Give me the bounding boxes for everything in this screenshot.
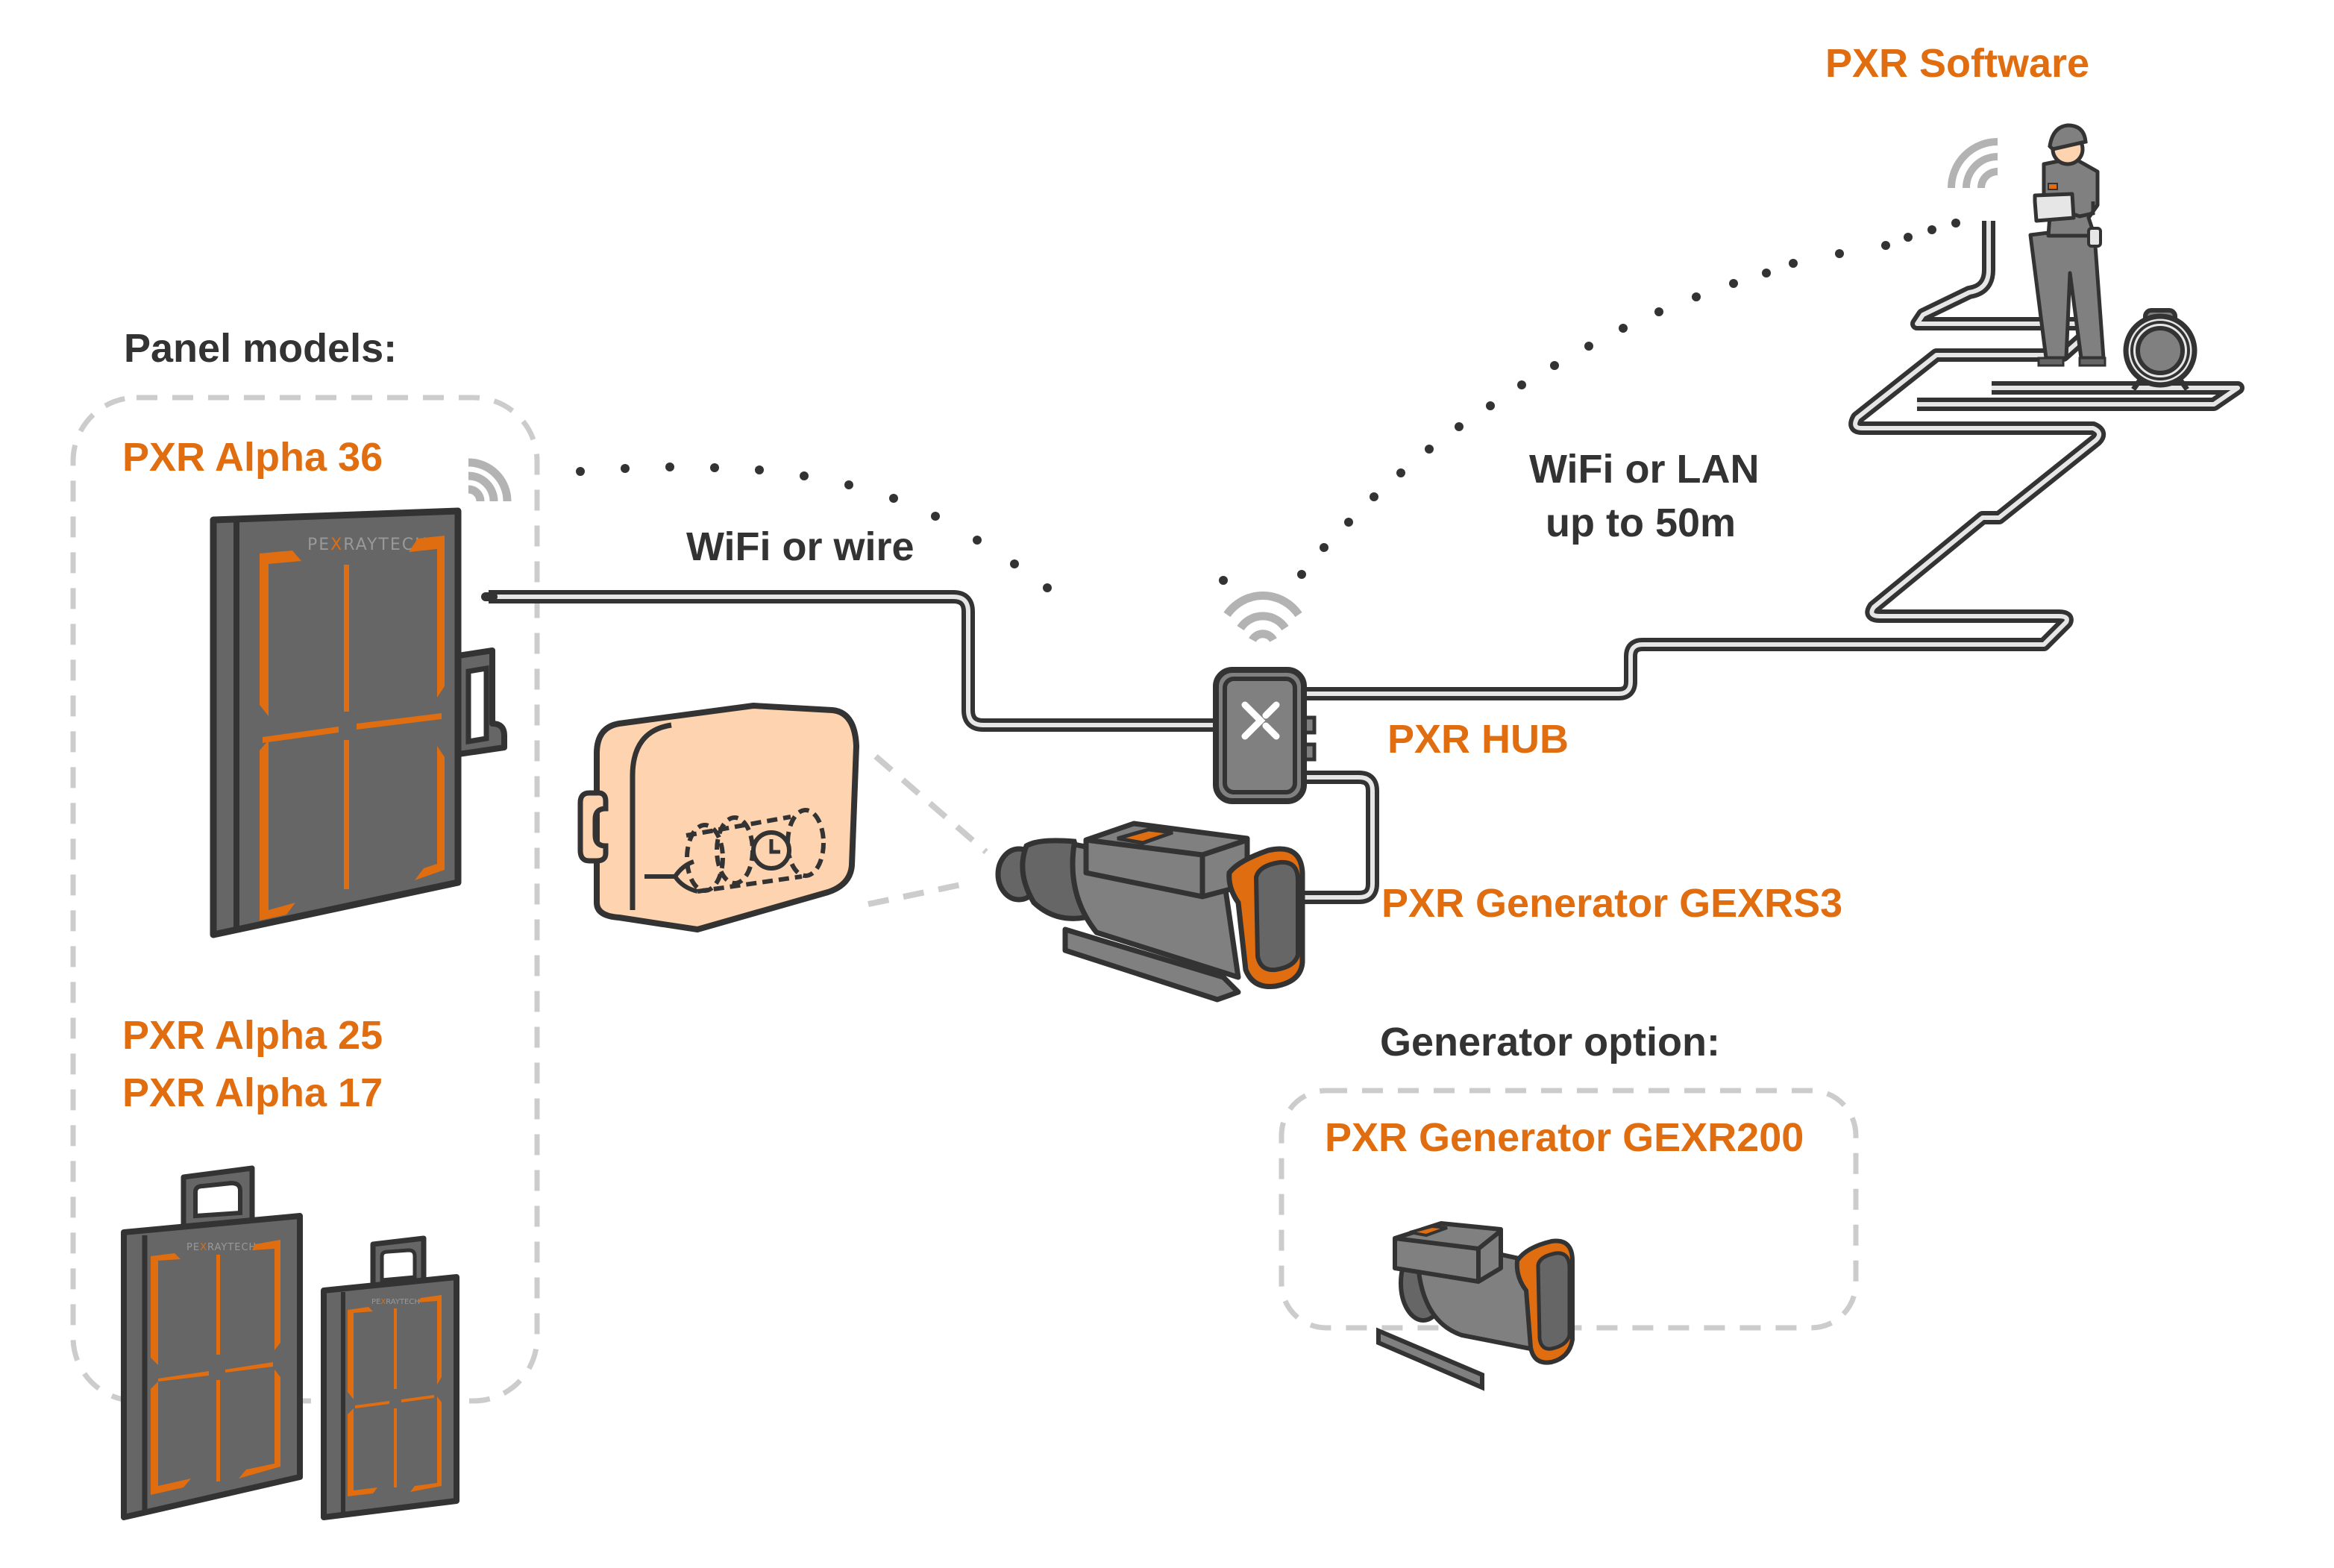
generator-option-heading: Generator option: [1380,1020,1720,1064]
xray-beam-lines [868,753,988,907]
cable-panel-to-hub [481,590,1223,732]
hub-device-illustration [1213,592,1317,804]
panel-alpha-17-label: PXR Alpha 17 [122,1070,383,1115]
generator-gexr200-label: PXR Generator GEXR200 [1325,1115,1804,1160]
link-label-hub-to-software-line2: up to 50m [1546,501,1737,545]
link-label-hub-to-software-line1: WiFi or LAN [1529,447,1760,492]
panel-models-heading: Panel models: [124,326,398,371]
panel-alpha-25-illustration: PEXRAYTECH [121,1165,303,1520]
panel-alpha-36-illustration: PEXRAYTECH [210,458,512,938]
generator-gexrs3-label: PXR Generator GEXRS3 [1381,881,1843,926]
panel-alpha-36-label: PXR Alpha 36 [122,435,383,480]
generator-gexrs3-illustration [995,821,1305,1003]
technician-with-tablet-illustration [1948,123,2106,367]
link-label-panel-to-hub: WiFi or wire [686,524,915,569]
software-title: PXR Software [1825,41,2090,86]
panel-models-group-border [70,395,540,1404]
wifi-signal-icon [468,458,512,502]
panel-alpha-25-label: PXR Alpha 25 [122,1013,383,1058]
brand-logo-text: PEXRAYTECH [307,536,429,554]
hub-label: PXR HUB [1387,717,1569,762]
hub-x-logo-icon [1241,701,1280,740]
svg-text:PEXRAYTECH: PEXRAYTECH [186,1242,257,1253]
wireless-path-panel-to-hub [576,462,1228,592]
cable-hub-to-generator [1302,771,1379,904]
wireless-path-hub-to-software [1297,219,1960,579]
suspicious-package-illustration [577,703,859,932]
panel-alpha-17-illustration: PEXRAYTECH [321,1235,459,1520]
svg-text:PEXRAYTECH: PEXRAYTECH [371,1298,420,1306]
generator-gexr200-illustration [1376,1221,1575,1391]
cable-reel-illustration [2123,308,2197,392]
